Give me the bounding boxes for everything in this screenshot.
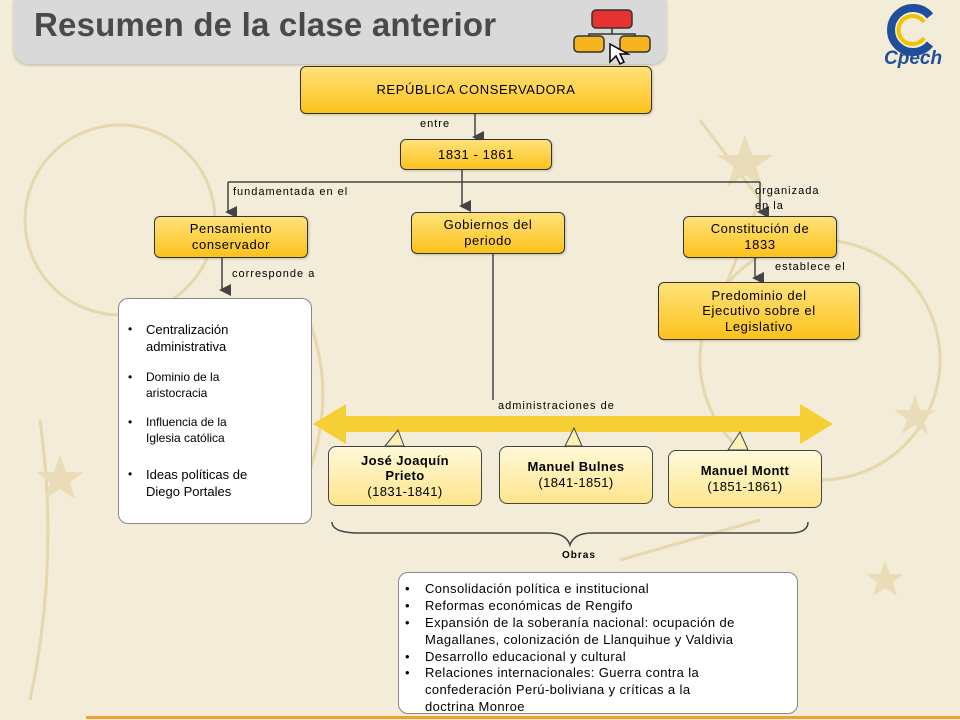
title-tab <box>14 0 666 64</box>
label-establece: establece el <box>775 261 846 273</box>
node-periodo: 1831 - 1861 <box>400 139 552 170</box>
label-entre: entre <box>420 118 451 130</box>
node-republica-conservadora: REPÚBLICA CONSERVADORA <box>300 66 652 114</box>
list-item: • Relaciones internacionales: Guerra con… <box>405 665 700 715</box>
cpech-logo-icon <box>887 4 934 56</box>
list-item: •Consolidación política e institucional <box>405 581 650 596</box>
list-item: • Expansión de la soberanía nacional: oc… <box>405 614 735 647</box>
list-item: •Desarrollo educacional y cultural <box>405 648 627 664</box>
label-organizada: organizada en la <box>755 185 820 213</box>
label-fundamentada: fundamentada en el <box>233 186 349 198</box>
label-corresponde: corresponde a <box>232 268 316 280</box>
obras-list: •Consolidación política e institucional … <box>398 572 798 714</box>
administrations-arrow <box>313 404 833 444</box>
label-obras: Obras <box>562 550 596 561</box>
node-predominio-ejecutivo: Predominio del Ejecutivo sobre el Legisl… <box>658 282 860 340</box>
node-gobiernos-del-periodo: Gobiernos del periodo <box>411 212 565 254</box>
page-title: Resumen de la clase anterior <box>34 6 497 43</box>
hand-click-icon <box>573 9 651 66</box>
node-constitucion-1833: Constitución de 1833 <box>683 216 837 258</box>
callout-bulnes: Manuel Bulnes (1841-1851) <box>499 446 653 504</box>
logo-text: Cpech <box>884 48 943 69</box>
list-item: •Reformas económicas de Rengifo <box>405 597 633 613</box>
pensamiento-list <box>118 298 312 524</box>
node-pensamiento-conservador: Pensamiento conservador <box>154 216 308 258</box>
callout-prieto: José Joaquín Prieto (1831-1841) <box>328 446 482 506</box>
label-administraciones: administraciones de <box>498 400 615 412</box>
bottom-accent-line <box>86 716 960 719</box>
callout-montt: Manuel Montt (1851-1861) <box>668 450 822 508</box>
